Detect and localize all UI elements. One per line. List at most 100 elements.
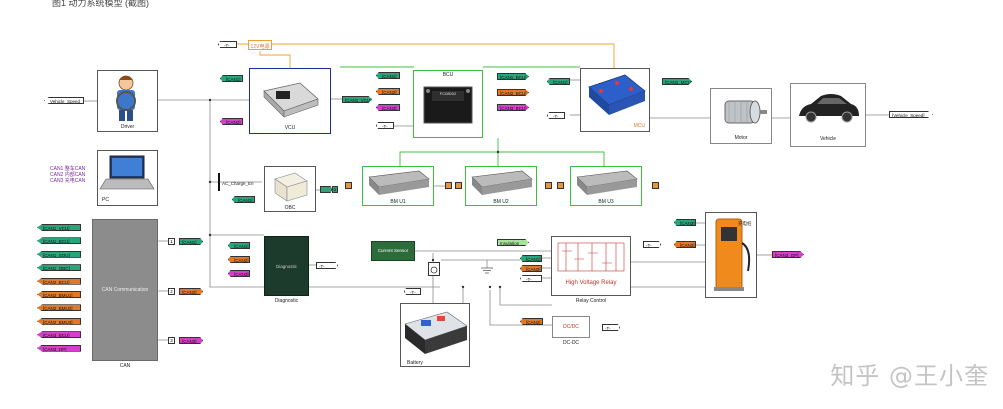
vcu-block[interactable]: VCU: [249, 68, 331, 134]
can-input-tag[interactable]: [CAN1_BCU]: [37, 237, 81, 245]
bcu-t-tag[interactable]: -T-: [376, 122, 394, 129]
relay-control-block[interactable]: High Voltage Relay: [551, 236, 631, 296]
diagnostic-block[interactable]: Diagnostic: [264, 236, 309, 296]
relay-t-out-tag[interactable]: -T-: [643, 241, 661, 248]
vehicle-speed-output-tag[interactable]: [Vehicle_Speed]: [889, 111, 933, 118]
can-label: CAN: [119, 363, 131, 369]
can-input-tag[interactable]: [CAN2_BCU]: [37, 277, 81, 285]
vehicle-block[interactable]: Vehicle: [790, 83, 866, 147]
bmu3-out-port[interactable]: [652, 182, 659, 189]
relay-t-in-tag[interactable]: -T-: [520, 275, 542, 282]
bcu-out2-tag[interactable]: [CAN2_BCU]: [497, 89, 529, 96]
motor-icon: [724, 100, 767, 124]
relay-control-label: Relay Control: [575, 298, 607, 304]
current-sensor-block[interactable]: Current Sensor: [371, 241, 415, 261]
ac-charge-label: AC_Charge_En: [222, 181, 254, 186]
can-input-tag[interactable]: [CAN1_OBC]: [37, 264, 81, 272]
relay-12v-block[interactable]: 12V电源: [248, 40, 272, 50]
bmu2-block[interactable]: BM U2: [465, 166, 537, 206]
can-input-tag[interactable]: [CAN2_BMU2]: [37, 304, 81, 312]
motor-block[interactable]: Motor: [710, 88, 772, 144]
mcu-label: MCU: [633, 123, 645, 129]
vcu-out-tag[interactable]: [CAN1_VCU]: [342, 96, 372, 103]
dcdc-can2-tag[interactable]: [CAN2]: [520, 318, 543, 325]
vehicle-label: Vehicle: [819, 136, 837, 142]
laptop-icon: [99, 155, 155, 190]
bcu-out3-tag[interactable]: [CAN3_BCU]: [497, 104, 529, 111]
can-out-port-3[interactable]: 3: [168, 337, 175, 344]
obc-out-port[interactable]: 1: [332, 186, 338, 193]
orange-power-lines: [237, 43, 615, 70]
mcu-inverter-icon: [588, 74, 646, 115]
driver-block[interactable]: Driver: [97, 70, 158, 132]
bcu-can1-tag[interactable]: [CAN1]: [376, 72, 400, 79]
pc-block[interactable]: PC: [97, 150, 158, 206]
battery-t-tag[interactable]: -T-: [404, 288, 421, 295]
can3-goto-tag[interactable]: [CAN3]: [179, 337, 203, 344]
dcdc-inner-text: DC/DC: [563, 324, 579, 330]
motor-label: Motor: [734, 135, 748, 141]
can-input-tag[interactable]: [CAN3_OP]: [37, 344, 81, 352]
dcdc-block[interactable]: DC/DC: [552, 316, 590, 338]
relay-12v-label: 12V电源: [250, 44, 270, 50]
mcu-can1-tag[interactable]: [CAN1]: [547, 78, 570, 85]
battery-block[interactable]: Battery: [400, 303, 470, 367]
bcu-can3-tag[interactable]: [CAN3]: [376, 104, 400, 111]
insulation-tag[interactable]: Insulation: [497, 239, 529, 246]
bmu2-in-port[interactable]: [455, 182, 462, 189]
battery-label: Battery: [407, 360, 423, 366]
car-icon: [799, 94, 859, 123]
relay-can1-tag[interactable]: [CAN1]: [520, 255, 542, 262]
can-legend-line-1: CAN1 整车CAN: [50, 166, 86, 172]
bcu-out1-tag[interactable]: [CAN1_BCU]: [497, 73, 529, 80]
vcu-module-icon: [263, 82, 319, 118]
charger-can3-tag-1[interactable]: [CAN3]: [674, 219, 696, 226]
dcdc-t-tag[interactable]: -T-: [602, 324, 620, 331]
can-out-port-2[interactable]: 2: [168, 288, 175, 295]
watermark: 知乎 @王小奎: [830, 362, 989, 390]
can-input-tag[interactable]: [CAN2_BMU3]: [37, 317, 81, 325]
obc-block[interactable]: OBC: [264, 166, 316, 212]
bmu1-out-port[interactable]: [445, 182, 452, 189]
charger-block[interactable]: 充电桩: [705, 212, 757, 298]
can-input-tag[interactable]: [CAN3_BCU]: [37, 331, 81, 339]
diag-can3-tag[interactable]: [CAN3]: [228, 270, 250, 277]
bmu1-block[interactable]: BM U1: [362, 166, 434, 206]
vcu-can1-tag[interactable]: [CAN1]: [220, 75, 243, 82]
top-caption: 图1 动力系统模型 (截图): [52, 0, 150, 8]
bcu-label: BCU: [442, 72, 454, 78]
can-block[interactable]: CAN Communication: [92, 219, 158, 361]
can-out-port-1[interactable]: 1: [168, 238, 175, 245]
can-input-tag[interactable]: [CAN2_BMU1]: [37, 291, 81, 298]
can-legend-line-3: CAN3 充电CAN: [50, 178, 86, 184]
obc-can1-tag[interactable]: [CAN1]: [232, 196, 255, 203]
vcu-can2-tag[interactable]: [CAN2]: [220, 118, 243, 125]
diag-can1-tag[interactable]: [CAN1]: [228, 242, 250, 249]
bcu-block[interactable]: BCU FC08002: [413, 70, 483, 138]
relay-can2-tag[interactable]: [CAN2]: [520, 265, 542, 272]
can1-goto-tag[interactable]: [CAN1]: [179, 238, 203, 245]
bmu2-out-port[interactable]: [545, 182, 552, 189]
can2-goto-tag[interactable]: [CAN2]: [179, 288, 203, 295]
vehicle-speed-input-tag[interactable]: Vehicle_Speed: [44, 97, 84, 104]
charger-can3-tag-2[interactable]: [CAN3]: [674, 241, 696, 248]
bcu-can2-tag[interactable]: [CAN2]: [376, 88, 400, 95]
diag-can2-tag[interactable]: [CAN2]: [228, 256, 250, 263]
obc-out-tag[interactable]: [320, 186, 332, 193]
can-input-tag[interactable]: [CAN1_VCU]: [37, 224, 81, 231]
dcdc-label: DC-DC: [562, 340, 580, 346]
mcu-out-tag[interactable]: [CAN1_MCU]: [662, 78, 692, 85]
relay-circuit-icon: [557, 242, 625, 272]
mcu-t-tag[interactable]: -T-: [547, 112, 565, 119]
mcu-block[interactable]: MCU: [580, 68, 650, 132]
diag-t-tag[interactable]: -T-: [316, 262, 338, 269]
bmu1-in-port[interactable]: [345, 182, 352, 189]
obc-label: OBC: [284, 205, 296, 211]
bmu3-in-port[interactable]: [557, 182, 564, 189]
bmu3-block[interactable]: BM U3: [570, 166, 642, 206]
current-sensor-label: Current Sensor: [377, 248, 409, 253]
top-t-tag[interactable]: -T-: [218, 41, 237, 48]
charger-out-tag[interactable]: [CAN3_OP]: [772, 251, 804, 258]
charger-label: 充电桩: [738, 221, 752, 226]
can-input-tag[interactable]: [CAN1_SOU]: [37, 250, 81, 258]
